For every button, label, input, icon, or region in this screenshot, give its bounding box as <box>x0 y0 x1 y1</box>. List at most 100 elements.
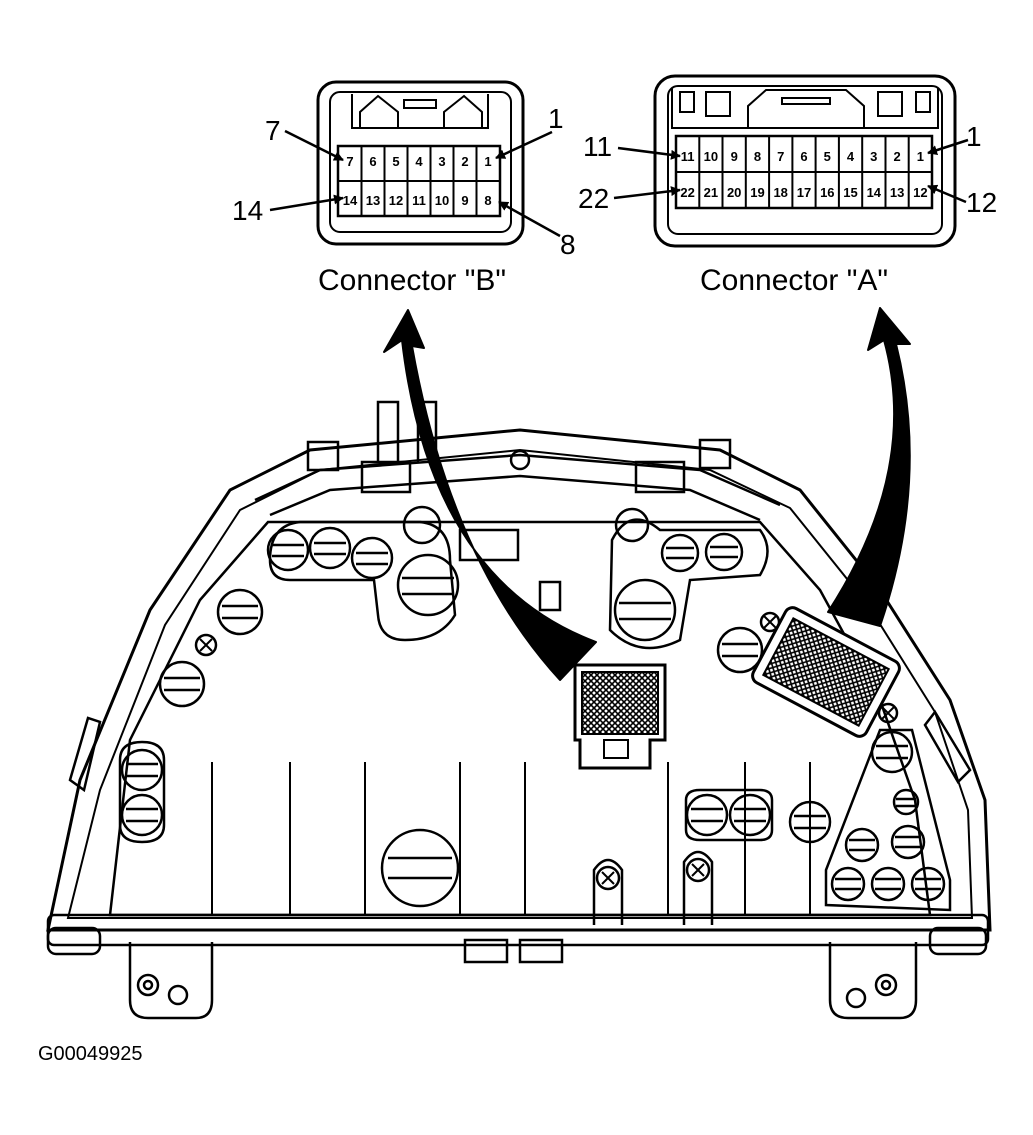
cluster-inner-shell <box>66 448 974 919</box>
connector-a-pin: 11 <box>681 149 695 164</box>
connector-b-pin: 11 <box>412 193 426 208</box>
connector-a-housing-inner <box>667 85 943 235</box>
connector-b-pin: 6 <box>369 154 376 169</box>
connector-a-callout-12: 12 <box>966 187 997 218</box>
connector-a-pin: 16 <box>820 185 834 200</box>
connector-a-pin: 21 <box>704 185 718 200</box>
cluster-side-tab-right <box>923 709 972 785</box>
connector-a-row-bottom: 22 21 20 19 18 17 16 15 14 13 12 <box>680 185 927 200</box>
connector-a-latch <box>671 88 939 129</box>
connector-a-callout-11: 11 <box>583 131 612 162</box>
cluster-ribs <box>211 762 811 915</box>
cluster-socket-connector-b <box>573 663 667 770</box>
connector-a-callout-12-arrow <box>927 184 967 204</box>
cluster-bulb-sockets <box>120 526 946 908</box>
cluster-bulb-socket <box>614 507 650 543</box>
instrument-cluster-rear <box>46 400 992 1020</box>
connector-b-callout-1: 1 <box>548 103 564 134</box>
connector-b-pin: 1 <box>484 154 491 169</box>
connector-b-callout-1-arrow <box>495 130 553 160</box>
connector-a-pin: 20 <box>727 185 741 200</box>
cluster-mount-ear-left <box>128 942 214 1020</box>
connector-b-callout-14-arrow <box>269 194 344 212</box>
connector-b-callout-8: 8 <box>560 229 576 260</box>
cluster-mount-hole <box>167 984 189 1006</box>
screw-cross-marks <box>199 615 895 885</box>
cluster-top-knob <box>509 449 531 471</box>
cluster-top-post <box>376 400 438 462</box>
connector-a-pin: 3 <box>870 149 877 164</box>
connector-b-pin: 7 <box>346 154 353 169</box>
cluster-bulb-socket <box>402 505 442 545</box>
connector-a-caption: Connector "A" <box>700 264 888 297</box>
cluster-socket-pair-outline-left <box>118 740 166 844</box>
cluster-screw-boss <box>877 702 899 724</box>
cluster-screw-boss <box>595 865 621 891</box>
cluster-back-plate <box>108 520 932 917</box>
cluster-top-latch <box>634 460 686 494</box>
connector-b-callout-8-arrow <box>498 200 561 238</box>
cluster-top-latch <box>306 440 340 472</box>
connector-b-row-top: 7 6 5 4 3 2 1 <box>346 154 491 169</box>
cluster-mount-hole <box>136 973 160 997</box>
connector-a-pin: 9 <box>731 149 738 164</box>
connector-a-pin: 6 <box>800 149 807 164</box>
connector-b-pin: 13 <box>366 193 380 208</box>
cluster-top-latch <box>698 438 732 470</box>
connector-b-callout-14: 14 <box>232 195 263 226</box>
cluster-screw-boss <box>685 857 711 883</box>
connector-a-row-top: 11 10 9 8 7 6 5 4 3 2 1 <box>681 149 924 164</box>
connector-a-callout-22: 22 <box>578 183 609 214</box>
connector-a-callout-11-arrow <box>617 146 681 160</box>
cluster-center-plate-right <box>608 518 769 650</box>
connector-a-pin: 14 <box>867 185 882 200</box>
connector-a-pin: 17 <box>797 185 811 200</box>
cluster-mount-hole <box>880 979 892 991</box>
cluster-screw-boss <box>592 858 624 925</box>
connector-b-pin: 9 <box>461 193 468 208</box>
connector-a-pin: 5 <box>824 149 831 164</box>
cluster-base-rail <box>46 913 990 947</box>
cluster-base-tab <box>463 938 509 964</box>
connector-a-pin: 10 <box>704 149 718 164</box>
connector-b-pin: 10 <box>435 193 449 208</box>
cluster-mount-ear-right <box>828 942 918 1020</box>
connector-b: 7 6 5 4 3 2 1 14 13 12 11 10 9 8 7 <box>232 80 576 297</box>
cluster-socket-pair-outline <box>684 788 774 842</box>
cluster-center-plate <box>268 520 457 642</box>
cluster-screw-boss <box>194 633 218 657</box>
cluster-mount-hole <box>142 979 154 991</box>
cluster-top-latch <box>360 460 412 494</box>
cluster-mount-hole <box>845 987 867 1009</box>
connector-b-caption: Connector "B" <box>318 264 506 297</box>
connector-a-pin: 15 <box>843 185 857 200</box>
cluster-socket-group-outline <box>824 728 952 912</box>
cluster-socket-connector-a <box>751 606 901 738</box>
connector-a-pin: 22 <box>680 185 694 200</box>
cluster-screw-boss <box>682 850 714 925</box>
connector-a-pin: 7 <box>777 149 784 164</box>
connector-b-pin: 3 <box>438 154 445 169</box>
connector-b-callout-7: 7 <box>265 115 281 146</box>
arrow-socket-to-connector-b <box>383 309 597 681</box>
connector-b-pin: 5 <box>392 154 399 169</box>
connector-b-grid-lines <box>338 146 500 216</box>
connector-a-pin: 12 <box>913 185 927 200</box>
cluster-component <box>458 528 520 562</box>
connector-b-pin: 4 <box>415 154 423 169</box>
connector-b-row-bottom: 14 13 12 11 10 9 8 <box>343 193 492 208</box>
cluster-base-clip-right <box>928 926 988 956</box>
connector-a-pin: 18 <box>773 185 787 200</box>
connector-a-pin: 2 <box>893 149 900 164</box>
cluster-base-tab <box>518 938 564 964</box>
connector-a-pin: 1 <box>917 149 924 164</box>
connector-b-pin: 2 <box>461 154 468 169</box>
cluster-base-clip-left <box>46 926 102 956</box>
connector-a: 11 10 9 8 7 6 5 4 3 2 1 22 21 20 19 18 1… <box>578 74 997 297</box>
connector-b-callout-7-arrow <box>284 129 344 162</box>
cluster-component <box>538 580 562 612</box>
connector-b-pin: 8 <box>484 193 491 208</box>
arrow-socket-to-connector-a <box>827 307 911 627</box>
connector-a-pin: 19 <box>750 185 764 200</box>
